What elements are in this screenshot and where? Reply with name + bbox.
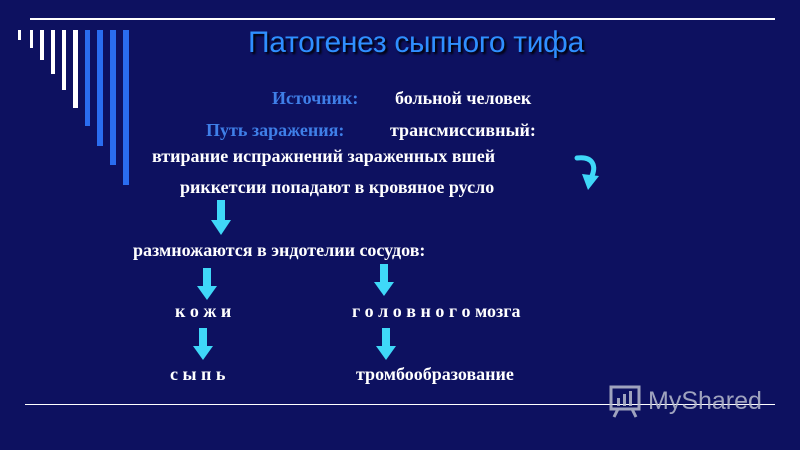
presentation-board-icon xyxy=(609,385,641,418)
down-arrow-icon xyxy=(376,328,396,360)
source-value: больной человек xyxy=(395,88,532,108)
down-arrow-icon xyxy=(374,264,394,296)
rubbing-line: втирание испражнений зараженных вшей xyxy=(152,146,496,166)
down-arrow-icon xyxy=(197,268,217,300)
skin-label: к о ж и xyxy=(175,301,232,321)
brain-label: г о л о в н о г о мозга xyxy=(352,301,521,321)
curved-arrow-icon xyxy=(574,155,599,190)
route-value: трансмиссивный: xyxy=(390,120,536,140)
decorative-stripes xyxy=(18,30,129,185)
source-label: Источник: xyxy=(272,88,359,108)
bottom-divider xyxy=(25,404,775,405)
rash-label: с ы п ь xyxy=(170,364,226,384)
route-label: Путь заражения: xyxy=(206,120,345,140)
rickettsia-line: риккетсии попадают в кровяное русло xyxy=(180,177,495,197)
down-arrow-icon xyxy=(193,328,213,360)
down-arrow-icon xyxy=(211,200,231,235)
slide-title: Патогенез сыпного тифа xyxy=(248,26,584,59)
watermark-text: MyShared xyxy=(648,386,762,415)
multiply-line: размножаются в эндотелии сосудов: xyxy=(133,240,426,260)
thrombosis-label: тромбообразование xyxy=(356,364,514,384)
top-divider xyxy=(30,18,775,20)
myshared-logo: MyShared xyxy=(608,384,762,418)
